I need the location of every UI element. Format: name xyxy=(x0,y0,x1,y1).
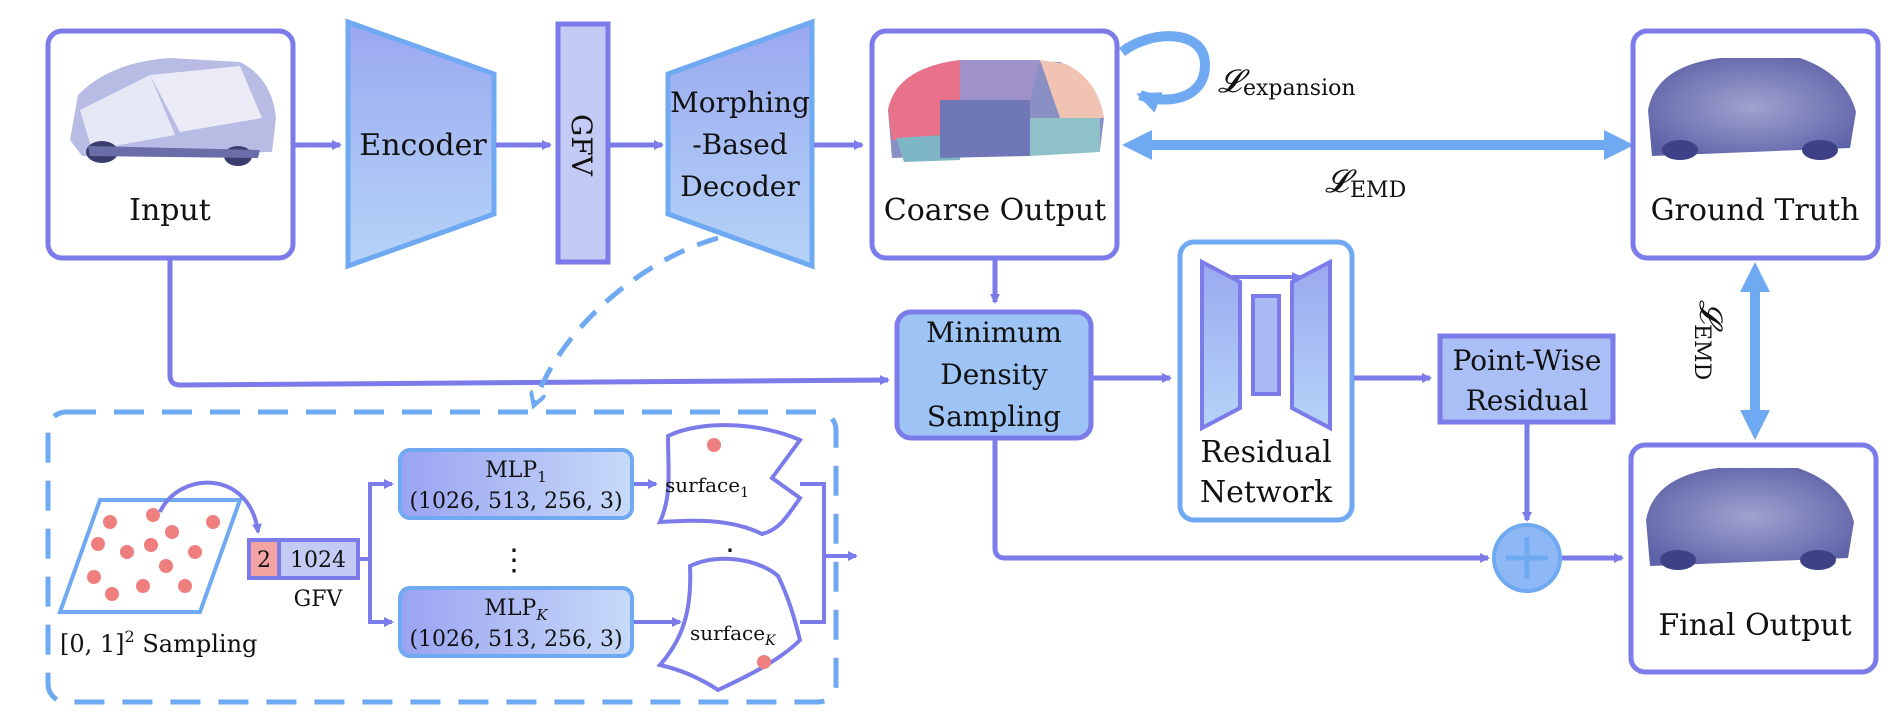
coarse-output-box: Coarse Output xyxy=(869,28,1120,261)
residual-network-label-1: Residual xyxy=(1200,435,1331,470)
decoder-detail-inset xyxy=(45,409,839,705)
surface-k-patch: surfaceK xyxy=(656,556,803,693)
mlp1-name: MLP1 xyxy=(485,458,547,486)
pw-residual-label-1: Point-Wise xyxy=(1453,344,1602,377)
mlp-vdots: ⋮ xyxy=(499,543,529,578)
expansion-loss-subscript: expansion xyxy=(1243,76,1356,101)
arrow-mds-plus xyxy=(992,440,1490,563)
gfv-label: GFV xyxy=(565,114,598,177)
encoder-label: Encoder xyxy=(359,128,487,163)
ground-truth-car-image xyxy=(1648,58,1856,160)
final-output-label: Final Output xyxy=(1658,608,1851,643)
plus-icon xyxy=(1492,523,1562,593)
decoder-block: Morphing -Based Decoder xyxy=(665,18,815,270)
final-output-box: Final Output xyxy=(1628,442,1879,675)
coarse-car-image xyxy=(888,60,1104,162)
arrow-gfv-mlp1 xyxy=(360,479,394,561)
surfacek-label: surfaceK xyxy=(690,621,777,649)
decoder-detail-link xyxy=(535,235,719,402)
input-car-image xyxy=(70,58,276,166)
mlp-k-block: MLPK (1026, 513, 256, 3) xyxy=(398,586,634,658)
decoder-label-2: -Based xyxy=(692,128,788,161)
input-label: Input xyxy=(129,193,211,228)
decoder-label-3: Decoder xyxy=(680,170,800,203)
final-output-car-image xyxy=(1646,468,1854,570)
sampling-label: [0, 1]2 Sampling xyxy=(60,627,257,658)
unit-square-sampling xyxy=(57,498,243,614)
residual-network-box: Residual Network xyxy=(1177,239,1355,523)
ground-truth-box: Ground Truth xyxy=(1630,28,1881,261)
mds-label-1: Minimum xyxy=(926,316,1062,349)
expansion-loss-loop: 𝓛 expansion xyxy=(1118,31,1356,113)
mlpk-name: MLPK xyxy=(484,596,548,624)
decoder-label-1: Morphing xyxy=(670,86,810,119)
arrow-input-mds xyxy=(167,260,890,388)
mds-label-2: Density xyxy=(940,358,1048,391)
emd-loss-subscript: EMD xyxy=(1350,178,1406,203)
surface-merge-bracket xyxy=(800,482,826,624)
surface-1-patch: surface1 xyxy=(656,423,804,537)
encoder-block: Encoder xyxy=(345,18,497,270)
concatenated-gfv: 2 1024 GFV xyxy=(247,538,360,612)
gfv-block: GFV xyxy=(555,21,611,265)
inset-gfv-label: GFV xyxy=(294,587,344,612)
minimum-density-sampling-box: Minimum Density Sampling xyxy=(894,309,1094,441)
mlp-1-block: MLP1 (1026, 513, 256, 3) xyxy=(398,448,634,520)
gfv-cell-1024: 1024 xyxy=(290,548,346,573)
coarse-output-label: Coarse Output xyxy=(884,193,1106,228)
mds-label-3: Sampling xyxy=(927,400,1061,433)
residual-network-label-2: Network xyxy=(1200,475,1333,510)
pw-residual-label-2: Residual xyxy=(1466,384,1589,417)
mlp1-dims: (1026, 513, 256, 3) xyxy=(409,489,622,514)
emd-vertical-subscript: EMD xyxy=(1689,324,1714,380)
input-box: Input xyxy=(45,28,296,261)
emd-loss-vertical: 𝓛 EMD xyxy=(1689,262,1770,440)
gfv-cell-2: 2 xyxy=(257,548,271,573)
mlpk-dims: (1026, 513, 256, 3) xyxy=(409,627,622,652)
point-wise-residual-box: Point-Wise Residual xyxy=(1437,333,1616,425)
arrow-sampling-gfv xyxy=(158,480,262,534)
surface1-label: surface1 xyxy=(665,473,749,501)
ground-truth-label: Ground Truth xyxy=(1651,193,1860,228)
emd-loss-horizontal: 𝓛 EMD xyxy=(1122,130,1634,203)
arrow-gfv-mlpk xyxy=(368,559,394,627)
